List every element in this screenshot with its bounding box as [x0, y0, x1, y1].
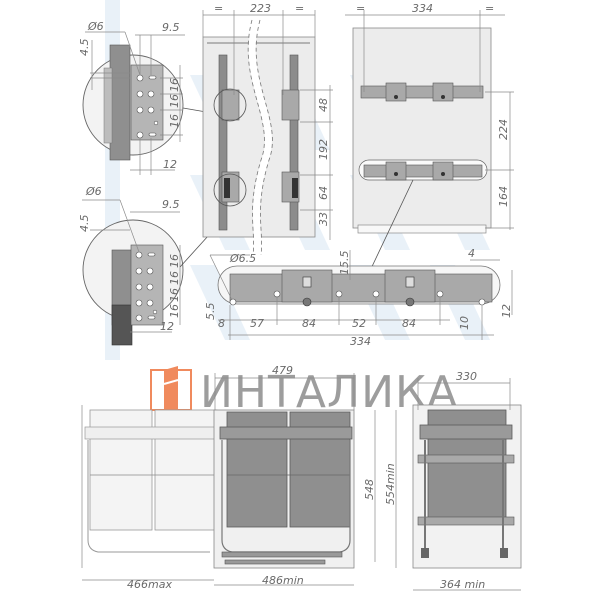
dim-offset-y: 4.5 — [78, 39, 91, 57]
dim-equal: = — [356, 2, 365, 15]
dim-width: 12 — [160, 320, 174, 333]
dim-left-extended: 466max — [127, 578, 172, 591]
dim-cabinet-min: 486min — [262, 574, 304, 587]
dim-width: 12 — [163, 158, 177, 171]
dim-height: 548 — [363, 479, 376, 500]
rail-detail: Ø6.5 15.5 4 5.5 12 10 8 57 84 52 84 334 — [204, 247, 513, 348]
dim-vertical: 192 — [317, 139, 330, 160]
dim-vertical: 33 — [317, 212, 330, 226]
dim-top-offset: 15.5 — [338, 251, 351, 276]
detail-bottom: Ø6 9.5 4.5 16 16 16 16 12 — [78, 185, 219, 346]
dim-width: 223 — [250, 2, 271, 15]
dim-width: 334 — [412, 2, 433, 15]
dim-total: 334 — [350, 335, 371, 348]
dim-left-offset: 5.5 — [204, 303, 217, 321]
dim-top-depth: 330 — [456, 370, 477, 383]
dim-vertical: 224 — [497, 119, 510, 140]
dim-right-height: 12 — [500, 304, 513, 318]
dim-spacing: 16 — [168, 94, 181, 108]
dim-spacing: 16 — [168, 254, 181, 268]
dim-vertical: 164 — [497, 186, 510, 207]
dim-spacing: 16 — [168, 114, 181, 128]
dim-cabinet-min: 364 min — [440, 578, 485, 591]
dim-segment: 8 — [218, 317, 225, 330]
dim-spacing: 16 — [168, 78, 181, 92]
dim-diameter: Ø6 — [85, 185, 102, 198]
dim-inner-height: 10 — [458, 316, 471, 330]
dim-segment: 84 — [302, 317, 316, 330]
dim-equal: = — [485, 2, 494, 15]
dim-hole-diameter: Ø6.5 — [229, 252, 256, 265]
dim-equal: = — [214, 2, 223, 15]
dim-diameter: Ø6 — [87, 20, 104, 33]
dim-vertical: 48 — [317, 98, 330, 112]
side-profile: 330 364 min — [412, 370, 522, 591]
side-view: 223 = = 48 192 64 33 — [202, 2, 333, 256]
dim-vertical: 64 — [317, 186, 330, 200]
dim-height-min: 554min — [384, 463, 397, 505]
dim-offset-y: 4.5 — [78, 215, 91, 233]
dim-right-top: 4 — [468, 247, 475, 260]
dim-segment: 52 — [352, 317, 366, 330]
dim-spacing: 16 — [168, 271, 181, 285]
dim-offset-x: 9.5 — [162, 198, 180, 211]
dim-spacing: 16 — [168, 304, 181, 318]
dim-top-width: 479 — [272, 364, 293, 377]
detail-top: Ø6 9.5 4.5 16 16 16 12 — [78, 20, 213, 175]
dim-segment: 84 — [402, 317, 416, 330]
dim-spacing: 16 — [168, 288, 181, 302]
front-view: 466max 486min 479 548 554min — [81, 364, 397, 591]
dim-equal: = — [295, 2, 304, 15]
back-view: 334 = = 224 164 — [345, 2, 514, 276]
dim-offset-x: 9.5 — [162, 21, 180, 34]
dim-segment: 57 — [250, 317, 264, 330]
